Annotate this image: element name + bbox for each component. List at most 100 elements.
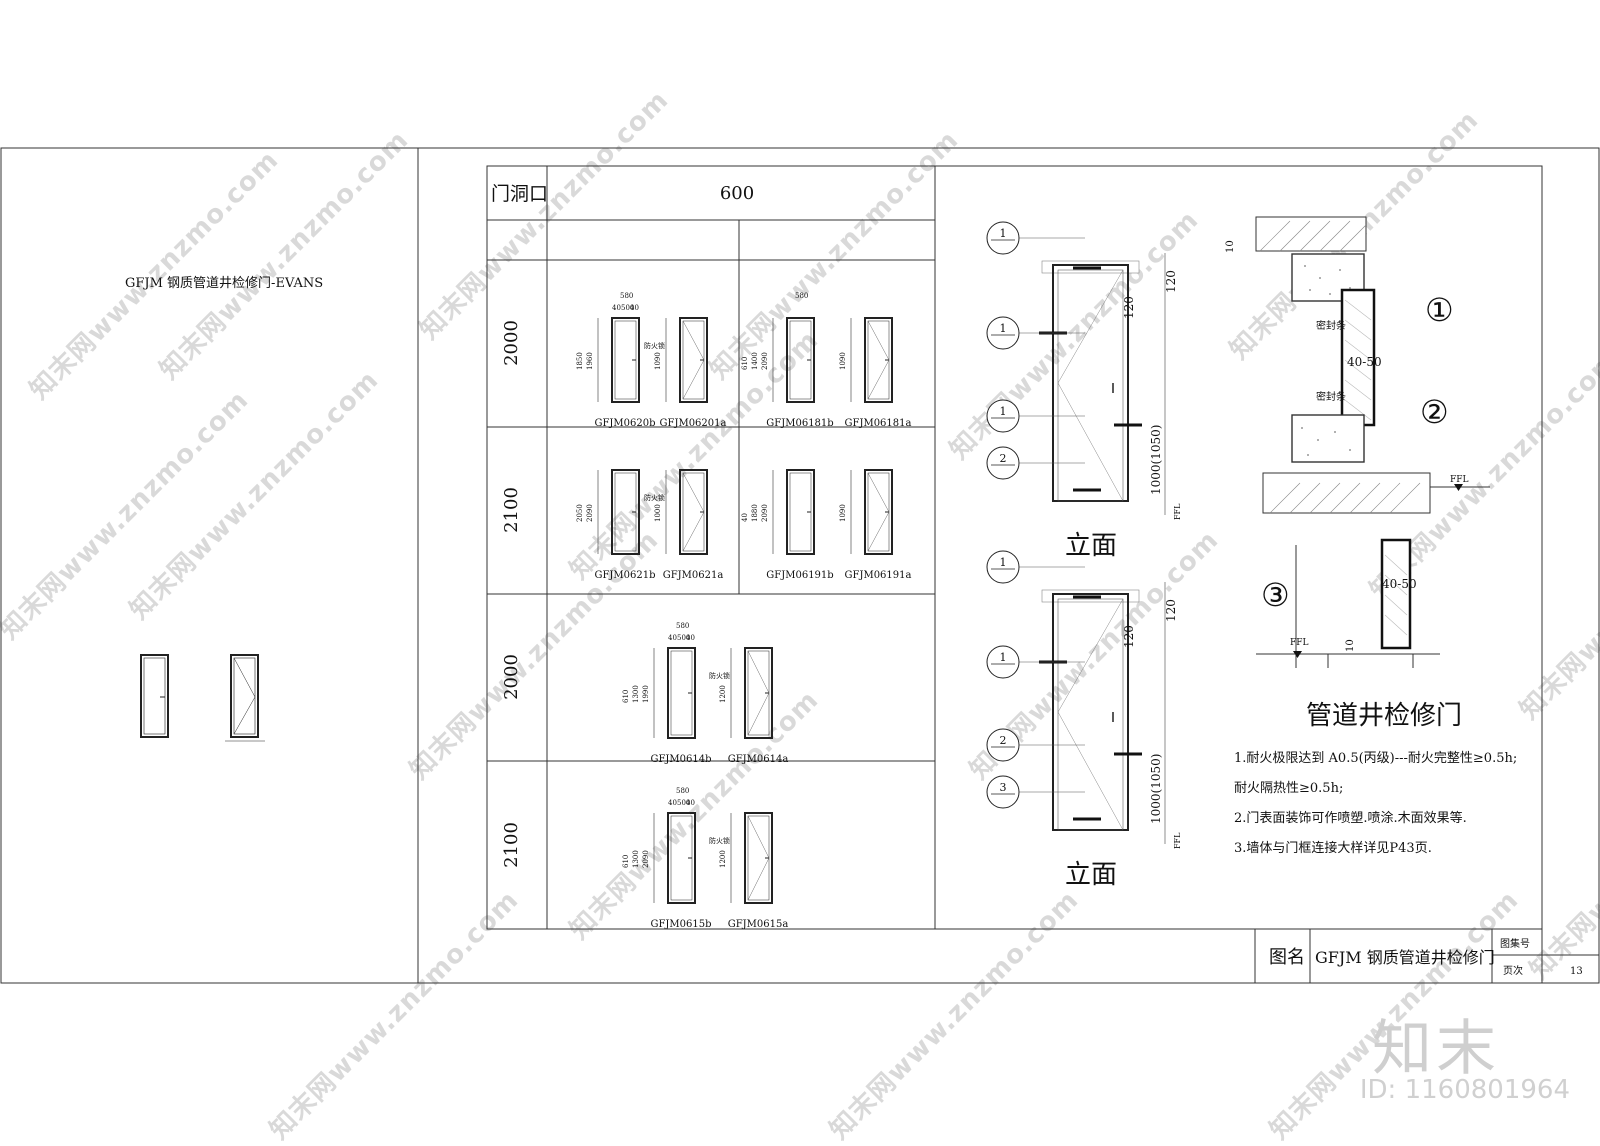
atlas-number-label: 图集号 xyxy=(1500,937,1530,950)
note-line-2: 耐火隔热性≥0.5h; xyxy=(1234,781,1343,796)
row-height-labels: 2000 2100 2000 2100 xyxy=(501,320,522,868)
horizontal-dimension: 40 xyxy=(668,799,677,807)
fire-lock-note: 防火锁 xyxy=(709,836,730,845)
horizontal-dimension: 500 xyxy=(621,304,634,312)
section-marker: 1 xyxy=(1000,322,1007,335)
page-label: 页次 xyxy=(1503,964,1523,977)
vertical-dimension: 1090 xyxy=(839,504,847,522)
vertical-dimension: 1880 xyxy=(751,504,759,522)
door-variant: 1200 防火锁 GFJM0614a xyxy=(709,647,789,765)
thickness-label-3: 40-50 xyxy=(1382,577,1417,591)
dim-120-inner: 120 xyxy=(1122,296,1136,319)
horizontal-dimension: 580 xyxy=(676,787,689,795)
door-code: GFJM06191a xyxy=(845,570,912,581)
door-code: GFJM06201a xyxy=(660,418,727,429)
row-height-label: 2100 xyxy=(501,487,522,533)
vertical-dimension: 1300 xyxy=(632,850,640,868)
note-line-1: 1.耐火极限达到 A0.5(丙级)---耐火完整性≥0.5h; xyxy=(1234,751,1517,766)
sheet-frame xyxy=(0,147,1600,984)
fire-lock-note: 防火锁 xyxy=(644,493,665,502)
left-panel-title: GFJM 钢质管道井检修门-EVANS xyxy=(125,276,323,291)
small-dim-top: 10 xyxy=(1225,240,1236,253)
vertical-dimension: 1300 xyxy=(632,685,640,703)
vertical-dimension: 1990 xyxy=(642,685,650,703)
section-title: 管道井检修门 xyxy=(1306,701,1462,731)
horizontal-dimension: 500 xyxy=(677,799,690,807)
detail-marker-1: ① xyxy=(1425,291,1454,329)
left-door-thumbnails xyxy=(140,654,265,742)
section-marker: 1 xyxy=(1000,651,1007,664)
section-marker: 1 xyxy=(1000,405,1007,418)
watermark-id: ID: 1160801964 xyxy=(1359,1075,1570,1105)
door-code: GFJM0621b xyxy=(594,570,655,581)
detail-marker-3: ③ xyxy=(1261,576,1290,614)
seal-label-1: 密封条 xyxy=(1316,319,1346,332)
door-opening-width: 600 xyxy=(720,183,754,204)
door-code: GFJM0614a xyxy=(728,754,789,765)
horizontal-dimension: 500 xyxy=(677,634,690,642)
door-code: GFJM06181b xyxy=(766,418,833,429)
detail-ffl-3: FFL xyxy=(1290,638,1308,648)
vertical-dimension: 2090 xyxy=(761,352,769,370)
note-line-3: 2.门表面装饰可作喷塑.喷涂.木面效果等. xyxy=(1234,810,1467,826)
note-line-4: 3.墙体与门框连接大样详见P43页. xyxy=(1234,840,1432,856)
section-marker: 1 xyxy=(1000,227,1007,240)
horizontal-dimension: 40 xyxy=(668,634,677,642)
section-marker: 2 xyxy=(1000,734,1007,747)
vertical-dimension: 1960 xyxy=(586,352,594,370)
detail-sections: FFL 密封条 密封条 40-50 10 ① ② FFL 40-50 10 ③ xyxy=(1225,216,1490,668)
vertical-dimension: 1200 xyxy=(719,685,727,703)
horizontal-dimension: 580 xyxy=(620,292,633,300)
dim-1000: 1000(1050) xyxy=(1149,754,1163,824)
fire-lock-note: 防火锁 xyxy=(644,341,665,350)
vertical-dimension: 610 xyxy=(622,855,630,868)
vertical-dimension: 1090 xyxy=(654,352,662,370)
dim-120: 120 xyxy=(1164,270,1178,293)
vertical-dimension: 1000 xyxy=(654,504,662,522)
thickness-label-1: 40-50 xyxy=(1347,355,1382,369)
row-height-label: 2100 xyxy=(501,822,522,868)
door-code: GFJM0615b xyxy=(650,919,711,930)
detail-marker-2: ② xyxy=(1420,393,1449,431)
elevation-label: 立面 xyxy=(1065,531,1117,561)
row-height-label: 2000 xyxy=(501,654,522,700)
horizontal-dimension: 40 xyxy=(686,799,695,807)
notes: 1.耐火极限达到 A0.5(丙级)---耐火完整性≥0.5h; 耐火隔热性≥0.… xyxy=(1234,751,1517,856)
vertical-dimension: 2050 xyxy=(576,504,584,522)
door-code: GFJM0615a xyxy=(728,919,789,930)
page-number: 13 xyxy=(1570,966,1583,977)
vertical-dimension: 610 xyxy=(622,690,630,703)
section-marker: 3 xyxy=(1000,781,1007,794)
vertical-dimension: 2090 xyxy=(586,504,594,522)
vertical-dimension: 2090 xyxy=(642,850,650,868)
vertical-dimension: 1850 xyxy=(576,352,584,370)
title-name-label: 图名 xyxy=(1269,947,1305,968)
door-table-grid xyxy=(487,166,935,929)
row-height-label: 2000 xyxy=(501,320,522,366)
fire-lock-note: 防火锁 xyxy=(709,671,730,680)
vertical-dimension: 40 xyxy=(741,513,749,522)
horizontal-dimension: 40 xyxy=(686,634,695,642)
door-opening-label: 门洞口 xyxy=(491,183,548,205)
door-code: GFJM06181a xyxy=(845,418,912,429)
dim-120: 120 xyxy=(1164,599,1178,622)
elevation-drawings: 11121201201000(1050)FFL立面11231201201000(… xyxy=(986,221,1182,890)
small-dim-bottom: 10 xyxy=(1345,639,1356,652)
dim-1000: 1000(1050) xyxy=(1149,425,1163,495)
section-marker: 2 xyxy=(1000,452,1007,465)
vertical-dimension: 2090 xyxy=(761,504,769,522)
horizontal-dimension: 580 xyxy=(676,622,689,630)
